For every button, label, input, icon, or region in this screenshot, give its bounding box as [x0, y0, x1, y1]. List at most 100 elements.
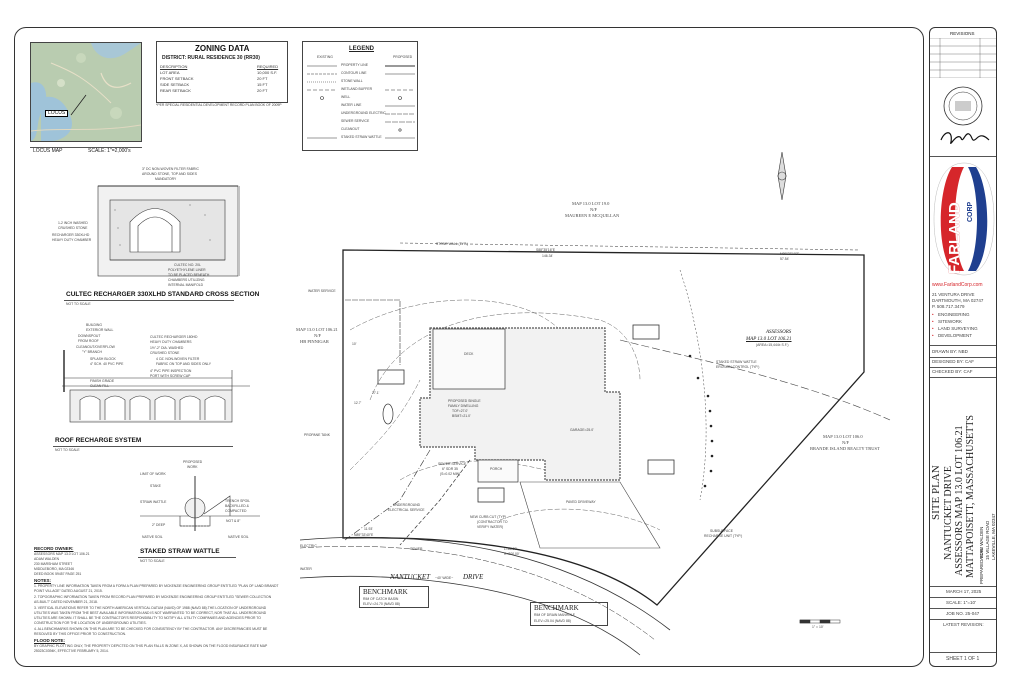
recharge-unit: [477, 487, 505, 503]
wattle-detail-title: STAKED STRAW WATTLE: [140, 548, 220, 555]
porch-label: PORCH: [490, 467, 503, 471]
company-service: ENGINEERING: [938, 312, 970, 317]
roof-nts: NOT TO SCALE: [55, 448, 80, 452]
notes-line: POINT VILLAGE" DATED AUGUST 21, 2015.: [34, 589, 103, 593]
wattle-note: BACKFILLED &: [225, 504, 249, 508]
locus-title: LOCUS MAP: [33, 148, 63, 154]
company-name: FARLAND: [946, 202, 963, 274]
scale-bar-label: 1" = 10': [812, 625, 824, 629]
porch: [477, 459, 519, 483]
designed-by: DESIGNED BY: CAF: [932, 359, 975, 364]
locus-scale: SCALE: 1"=2,000's: [88, 148, 131, 154]
zoning-row-label: FRONT SETBACK: [160, 76, 194, 81]
underground-electric-label: UNDERGROUND: [393, 503, 421, 507]
notes-title: NOTES:: [34, 578, 52, 583]
dwelling-label: TOF=27.0': [452, 409, 468, 413]
roof-note: 1½"-2" DIA. WASHED: [150, 346, 184, 350]
roof-title-underline: [53, 446, 233, 447]
abutter-east-owner: BRANDE ISLAND REALTY TRUST: [810, 446, 880, 451]
company-corp: CORP: [967, 201, 974, 222]
record-owner-line: ASSESSORS MAP 13.0 LOT 106.21: [34, 552, 90, 556]
dimension-label: 10': [352, 342, 357, 346]
bearing-top-2: N89°27'10"E: [780, 252, 800, 256]
roof-recharge-detail: [62, 350, 250, 423]
scale-bar: [799, 619, 841, 624]
wattle-note: NATIVE SOIL: [228, 535, 249, 539]
legend-col-proposed: PROPOSED: [393, 55, 413, 59]
roof-note: FINISH GRADE: [90, 379, 115, 383]
roof-note: EXTERIOR WALL: [86, 328, 114, 332]
roof-note: HEAVY DUTY CHAMBERS: [150, 340, 192, 344]
drawn-by: DRAWN BY: NBD: [932, 349, 968, 354]
cultec-note: CULTEC NO. 20L: [174, 263, 201, 267]
zoning-row-value: 20 FT: [257, 76, 268, 81]
title-block-divider: [930, 619, 996, 620]
title-block-divider: [930, 652, 996, 653]
locus-divider: [30, 147, 142, 148]
revisions-label: REVISIONS: [950, 31, 975, 36]
curve-radius: R=200.00': [504, 552, 520, 556]
recharge-unit: [647, 459, 675, 475]
cultec-note: CRUSHED STONE: [58, 226, 88, 230]
recharge-unit: [632, 324, 660, 340]
road-edge: [299, 536, 671, 631]
drawing-border: [14, 27, 924, 667]
bullet-icon: •: [932, 319, 934, 324]
benchmark-1-line: ELEV.=24.70 (NAVD 88): [363, 602, 400, 606]
benchmark-1-title: BENCHMARK: [363, 588, 408, 596]
company-service: DEVELOPMENT: [938, 333, 973, 338]
roof-note: CRUSHED STONE: [150, 351, 180, 355]
stone-wall-label: STONE WALL (TYP.): [436, 242, 468, 246]
distance-bottom: 11.93': [364, 527, 373, 531]
propane-tank: [382, 403, 394, 425]
roof-note: CULTEC RECHARGER 180HD: [150, 335, 198, 339]
roof-note: PORT WITH SCREW CAP: [150, 374, 191, 378]
legend-item: WETLAND BUFFER: [341, 87, 373, 91]
company-service: SITEWORK: [938, 319, 963, 324]
legend-item: STONE WALL: [341, 79, 363, 83]
cultec-note: POLYETHYLENE LINER: [168, 268, 206, 272]
electric-service-line: [344, 449, 431, 541]
benchmark-2-title: BENCHMARK: [534, 604, 579, 612]
title-block-border: [929, 27, 997, 667]
signature-icon: [940, 132, 990, 144]
plan-date: MARCH 17, 2025: [946, 589, 982, 594]
road-edge: [299, 546, 656, 641]
wattle-title-underline: [138, 557, 236, 558]
wattle-note: STAKE: [150, 484, 161, 488]
zoning-row-label: SIDE SETBACK: [160, 82, 190, 87]
job-number: JOB NO. 25-047: [946, 611, 980, 616]
abutter-west-owner: HB PINNIGAR: [300, 339, 329, 344]
cultec-note: RECHARGER 330XLHD: [52, 233, 90, 237]
title-block-divider: [930, 608, 996, 609]
plan-scale: SCALE: 1"=10': [946, 600, 976, 605]
roof-note: SPLASH BLOCK: [90, 357, 116, 361]
record-owner-line: MIDDLEBORO, MA 02346: [34, 567, 74, 571]
legend-item: PROPERTY LINE: [341, 63, 369, 67]
road-edge: [299, 575, 641, 656]
cultec-cross-section-detail: [97, 185, 240, 277]
abutter-north-owner: MAUREEN E MCQUILLAN: [565, 213, 620, 218]
notes-line: 2. TOPOGRAPHIC INFORMATION TAKEN FROM RE…: [34, 595, 272, 599]
recharge-unit-label: RECHARGE UNIT (TYP.): [704, 534, 743, 538]
notes-line: UTILITIES WAS TAKEN FROM THE BEST AVAILA…: [34, 611, 267, 615]
subject-lot-title: ASSESSORS: [766, 330, 792, 335]
latest-revision-label: LATEST REVISION:: [943, 622, 984, 627]
benchmark-1-line: RIM OF CATCH BASIN: [363, 597, 399, 601]
sheet-number: SHEET 1 OF 1: [946, 656, 980, 662]
site-plan-drawing: [299, 151, 891, 656]
abutter-west-nf: N/F: [314, 333, 322, 338]
roof-note: CLEANOUT/OVERFLOW: [76, 345, 115, 349]
notes-line: 3. VERTICAL ELEVATIONS REFER TO THE NORT…: [34, 606, 267, 610]
locus-map: LOCUS: [30, 42, 142, 142]
abutter-east-nf: N/F: [842, 440, 850, 445]
revisions-grid: [930, 38, 996, 78]
abutter-east-map: MAP 13.0 LOT 106.0: [823, 434, 863, 439]
staked-straw-wattle-detail: [140, 476, 260, 531]
abutter-north-nf: N/F: [590, 207, 598, 212]
wattle-note: STRAW WATTLE: [140, 500, 167, 504]
zoning-row-label: REAR SETBACK: [160, 88, 191, 93]
cultec-title-underline: [64, 300, 234, 301]
record-owner-line: DEED BOOK 59457 PAGE 251: [34, 572, 82, 576]
road-width: ~40' WIDE~: [435, 576, 454, 580]
